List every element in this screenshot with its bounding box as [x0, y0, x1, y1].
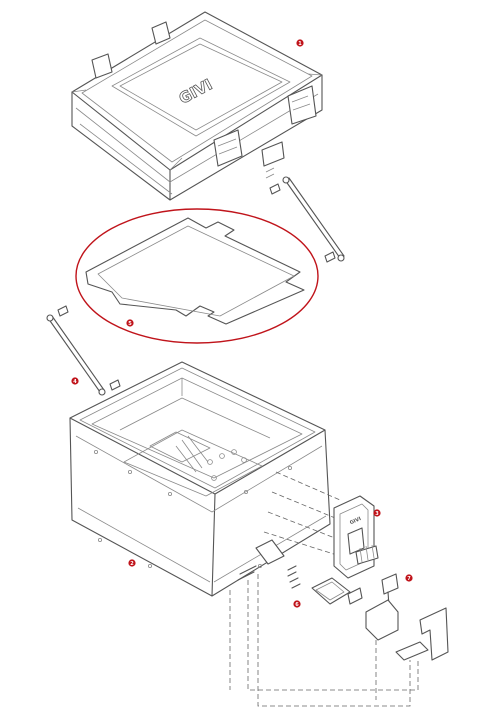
latch-part: [365, 573, 449, 661]
lock-assembly: [263, 471, 379, 579]
callout-3: 3: [373, 509, 381, 517]
svg-text:7: 7: [407, 576, 411, 582]
callout-1: 1: [296, 39, 304, 47]
callout-4: 4: [71, 377, 79, 385]
spring-mechanism: [237, 539, 363, 605]
callout-5: 5: [126, 319, 134, 327]
base-part: [69, 361, 331, 597]
svg-text:4: 4: [73, 379, 77, 385]
svg-text:5: 5: [128, 321, 132, 327]
gasket-highlight-ring: [75, 208, 319, 344]
right-strap: [265, 167, 345, 263]
lid-part: [71, 11, 323, 201]
svg-text:3: 3: [375, 511, 379, 517]
svg-text:6: 6: [295, 602, 299, 608]
callout-2: 2: [128, 559, 136, 567]
gasket-part: [85, 217, 305, 325]
svg-text:2: 2: [130, 561, 134, 567]
assembly-guide-lines: [229, 574, 419, 707]
callout-7: 7: [405, 574, 413, 582]
callout-6: 6: [293, 600, 301, 608]
lock-brand-logo: GIVI: [349, 516, 362, 526]
left-strap: [46, 305, 121, 396]
svg-text:1: 1: [298, 41, 302, 47]
